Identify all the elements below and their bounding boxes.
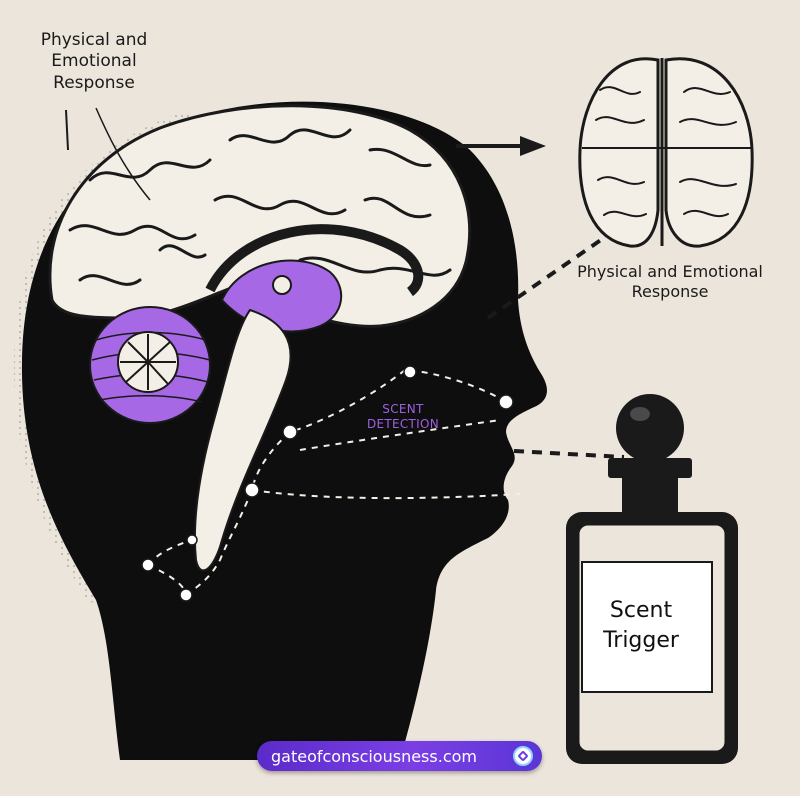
- arbor-vitae-branches: [120, 334, 176, 390]
- brainstem: [193, 308, 292, 572]
- brain-gyri: [68, 128, 452, 286]
- corpus-callosum: [205, 224, 424, 297]
- dashed-link-bottle: [513, 449, 625, 459]
- pineal-gland: [272, 275, 292, 295]
- pathway-nodes: [141, 365, 514, 602]
- label-physical-emotional-right: Physical and Emotional Response: [577, 262, 763, 301]
- logo-icon: [513, 746, 533, 766]
- label-scent-trigger: Scent Trigger: [603, 598, 679, 653]
- left-tick-line: [65, 109, 69, 151]
- label-leader-line: [95, 107, 151, 201]
- website-url: gateofconsciousness.com: [271, 746, 477, 766]
- label-scent-detection: SCENT DETECTION: [366, 402, 440, 431]
- arrow-right-icon: [456, 136, 546, 156]
- top-view-brain: [578, 57, 754, 248]
- label-physical-emotional-top: Physical and Emotional Response: [40, 30, 148, 93]
- website-badge[interactable]: gateofconsciousness.com: [257, 741, 542, 771]
- perfume-bottle: [566, 394, 738, 764]
